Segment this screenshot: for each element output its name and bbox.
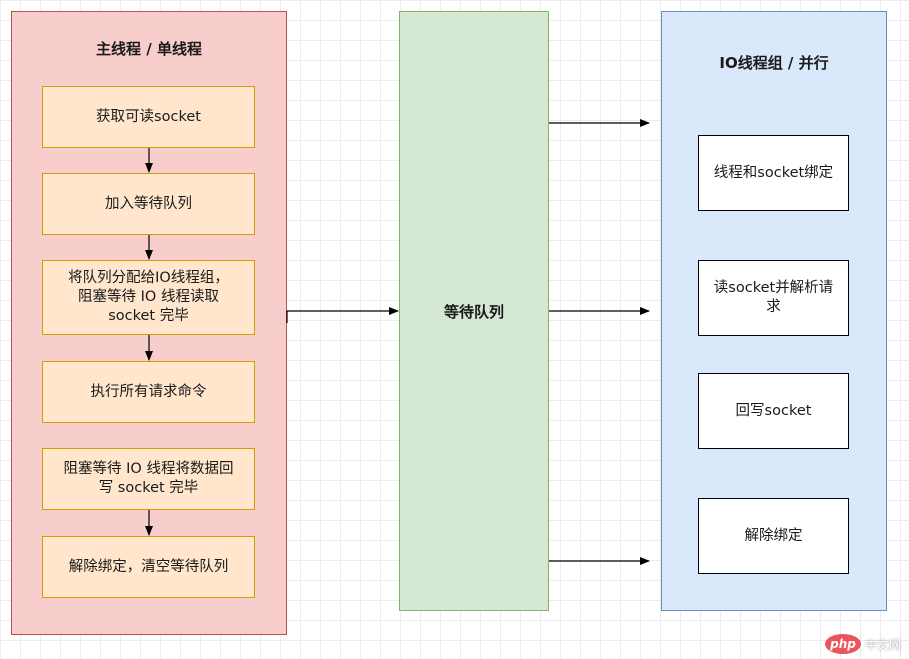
step-execute-commands: 执行所有请求命令: [42, 361, 255, 423]
php-logo-icon: php: [824, 634, 861, 654]
io-thread-group-title: IO线程组 / 并行: [719, 54, 829, 72]
step-get-readable-socket: 获取可读socket: [42, 86, 255, 148]
watermark-text: 中文网: [864, 637, 901, 652]
io-box-bind-socket: 线程和socket绑定: [698, 135, 849, 211]
step-add-to-wait-queue: 加入等待队列: [42, 173, 255, 235]
step-unbind-clear-queue: 解除绑定，清空等待队列: [42, 536, 255, 598]
wait-queue-title: 等待队列: [443, 303, 504, 321]
step-wait-io-write-back: 阻塞等待 IO 线程将数据回 写 socket 完毕: [42, 448, 255, 510]
wait-queue-panel: 等待队列: [399, 11, 549, 611]
io-box-read-parse-request: 读socket并解析请 求: [698, 260, 849, 336]
io-box-write-back-socket: 回写socket: [698, 373, 849, 449]
main-thread-title: 主线程 / 单线程: [96, 40, 202, 58]
io-box-unbind: 解除绑定: [698, 498, 849, 574]
arrow-main-to-queue: [286, 307, 399, 323]
step-assign-queue-to-io-threads: 将队列分配给IO线程组， 阻塞等待 IO 线程读取 socket 完毕: [42, 260, 255, 335]
watermark: php 中文网: [824, 634, 901, 654]
